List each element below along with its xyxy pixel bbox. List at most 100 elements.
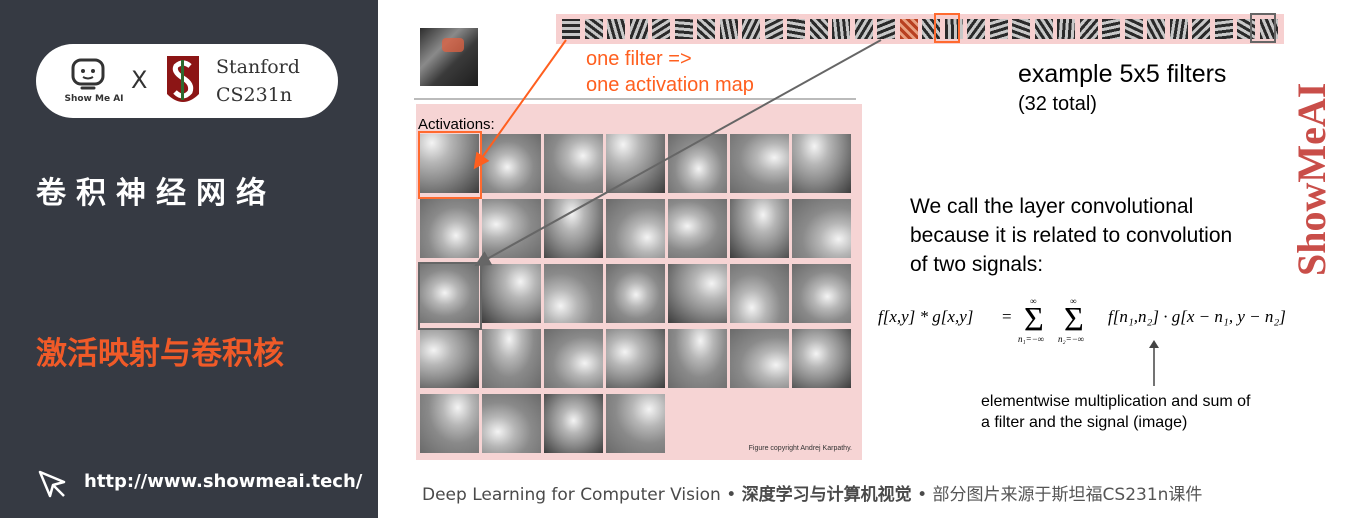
sidebar-subtitle: 激活映射与卷积核: [36, 336, 284, 372]
activation-map: [420, 134, 479, 193]
activation-map: [606, 199, 665, 258]
svg-text:Σ: Σ: [1064, 301, 1084, 338]
activation-map: [544, 329, 603, 388]
activation-map: [544, 264, 603, 323]
filter-thumbnail: [1102, 19, 1120, 39]
svg-text:n₂=−∞: n₂=−∞: [1058, 334, 1084, 344]
footer: Deep Learning for Computer Vision • 深度学习…: [422, 480, 1202, 505]
logo-x: X: [131, 66, 148, 94]
activation-map: [420, 264, 479, 323]
activation-map: [544, 134, 603, 193]
svg-text:=: =: [1002, 307, 1012, 326]
activation-map: [792, 264, 851, 323]
footer-separator-2: •: [917, 485, 928, 505]
svg-text:n₁=−∞: n₁=−∞: [1018, 334, 1044, 344]
activation-map: [792, 134, 851, 193]
filter-thumbnail: [742, 19, 760, 39]
conv-line-2: because it is related to convolution: [910, 224, 1233, 247]
elem-line-1: elementwise multiplication and sum of: [981, 393, 1251, 410]
filter-thumbnail: [697, 19, 715, 39]
filter-thumbnail: [1034, 19, 1053, 39]
activation-map: [482, 329, 541, 388]
sidebar-title: 卷积神经网络: [36, 176, 276, 211]
filter-strip: [556, 14, 1284, 44]
svg-text:∞: ∞: [1030, 296, 1036, 306]
convolution-formula: f[x,y] * g[x,y] = ∞ Σ n₁=−∞ ∞ Σ n₂=−∞ f[…: [878, 296, 1286, 344]
activation-map: [420, 394, 479, 453]
filter-thumbnail: [1147, 19, 1165, 39]
filter-thumbnail: [674, 19, 693, 39]
elem-line-2: a filter and the signal (image): [981, 414, 1188, 431]
activation-map: [482, 264, 541, 323]
figure-credit: Figure copyright Andrej Karpathy.: [748, 445, 852, 452]
convolution-explanation: We call the layer convolutional because …: [910, 192, 1232, 279]
filter-thumbnail: [629, 19, 648, 39]
filter-thumbnail: [1079, 19, 1098, 39]
activation-map: [606, 329, 665, 388]
footer-cn-title: 深度学习与计算机视觉: [741, 485, 912, 505]
filter-thumbnail: [854, 19, 873, 39]
watermark-logo: ShowMeAI: [1289, 83, 1334, 276]
filter-thumbnail: [787, 19, 805, 39]
filter-thumbnail: [877, 19, 895, 39]
sidebar: Show Me AI X Stanford CS231n 卷积神经网络 激活映射…: [0, 0, 378, 518]
logo-course: CS231n: [216, 84, 293, 106]
activation-highlight-orange: [418, 131, 482, 199]
activation-map: [606, 264, 665, 323]
example-subtitle: (32 total): [1018, 93, 1097, 115]
activation-highlight-gray: [418, 262, 482, 330]
activation-map: [420, 329, 479, 388]
filter-thumbnail: [832, 19, 850, 39]
svg-text:∞: ∞: [1070, 296, 1076, 306]
footer-course-name: Deep Learning for Computer Vision: [422, 485, 721, 505]
stanford-logo-icon: [167, 56, 199, 102]
filter-thumbnail: [719, 19, 738, 39]
activation-map: [544, 394, 603, 453]
filter-annotation: one filter => one activation map: [586, 46, 754, 98]
filter-thumbnail: [1012, 19, 1030, 39]
annotation-line-1: one filter =>: [586, 48, 692, 70]
activation-map: [482, 134, 541, 193]
elementwise-explanation: elementwise multiplication and sum of a …: [981, 391, 1250, 433]
filter-thumbnail: [809, 19, 828, 39]
annotation-line-2: one activation map: [586, 74, 754, 96]
filter-thumbnail: [967, 19, 985, 39]
slide: one filter => one activation map example…: [378, 0, 1361, 518]
activation-map: [668, 199, 727, 258]
filter-thumbnail: [899, 19, 918, 39]
activation-map: [792, 199, 851, 258]
activations-panel: Activations: Figure copyright Andrej Kar…: [416, 104, 862, 460]
filter-thumbnail: [1192, 19, 1210, 39]
svg-text:f[x,y] * g[x,y]: f[x,y] * g[x,y]: [878, 307, 973, 326]
watermark-text: ShowMeAI: [1289, 83, 1334, 276]
filter-thumbnail: [1057, 19, 1075, 39]
footer-separator-1: •: [726, 485, 737, 505]
logo-university: Stanford: [216, 56, 300, 78]
filter-thumbnail: [764, 19, 783, 39]
website-link[interactable]: http://www.showmeai.tech/: [84, 471, 363, 492]
activation-map: [668, 134, 727, 193]
logo-card: Show Me AI X Stanford CS231n: [36, 44, 338, 118]
filter-thumbnail: [1259, 19, 1278, 39]
robot-icon: [71, 58, 105, 90]
filter-highlight-orange: [934, 13, 960, 43]
footer-source-note: 部分图片来源于斯坦福CS231n课件: [932, 485, 1203, 505]
filter-thumbnail: [989, 19, 1008, 39]
filter-highlight-gray: [1250, 13, 1276, 43]
activation-map: [482, 394, 541, 453]
activation-map: [730, 134, 789, 193]
thumbnail-highlight: [442, 38, 464, 52]
activation-map: [544, 199, 603, 258]
formula-arrow: [1149, 340, 1159, 386]
divider: [414, 98, 856, 100]
filter-thumbnail: [652, 19, 670, 39]
activation-map: [730, 264, 789, 323]
filter-thumbnail: [584, 19, 603, 39]
filter-thumbnail: [562, 19, 580, 39]
activation-map: [730, 329, 789, 388]
filter-thumbnail: [1169, 19, 1188, 39]
cursor-icon: [38, 470, 66, 498]
filter-thumbnail: [607, 19, 625, 39]
activation-map: [730, 199, 789, 258]
conv-line-1: We call the layer convolutional: [910, 195, 1194, 218]
